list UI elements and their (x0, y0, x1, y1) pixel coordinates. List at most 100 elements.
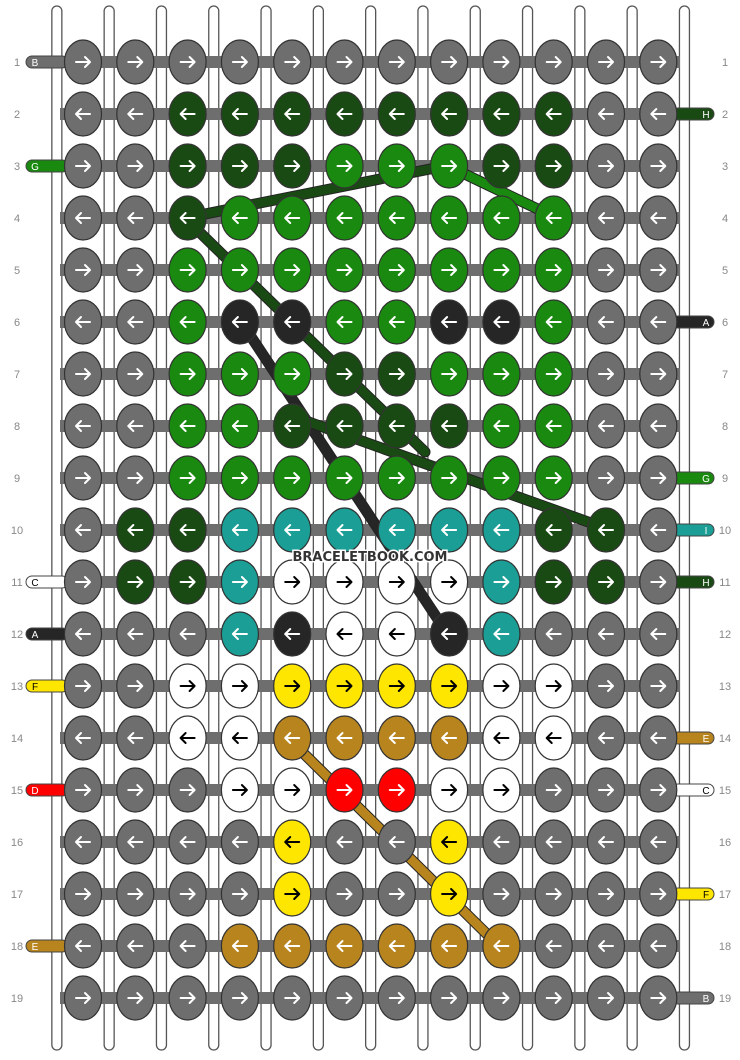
row-string (60, 472, 680, 484)
row-label-left: 3 (14, 161, 20, 173)
arrow-left-icon (441, 836, 458, 848)
arrow-left-icon (127, 212, 144, 224)
arrow-left-icon (388, 836, 405, 848)
arrow-left-icon (336, 732, 353, 744)
arrow-right-icon (127, 680, 144, 692)
arrow-right-icon (179, 680, 196, 692)
arrow-left-icon (75, 836, 91, 848)
row-label-right: 13 (719, 681, 731, 693)
row-string (60, 108, 680, 120)
arrow-left-icon (598, 732, 614, 744)
arrow-left-icon (179, 628, 196, 640)
right-string-letter: C (702, 786, 709, 797)
arrow-left-icon (650, 524, 667, 536)
arrow-left-icon (127, 940, 144, 952)
row-string (60, 836, 680, 848)
row-label-right: 5 (722, 265, 728, 277)
row-label-left: 12 (11, 629, 23, 641)
arrow-right-icon (598, 56, 614, 68)
row-label-left: 8 (14, 421, 20, 433)
arrow-right-icon (231, 888, 248, 900)
row-label-left: 16 (11, 837, 23, 849)
arrow-right-icon (75, 264, 91, 276)
horizontal-strings (60, 56, 680, 1004)
row-label-right: 4 (722, 213, 728, 225)
arrow-right-icon (336, 992, 353, 1004)
right-string-letter: E (703, 734, 710, 745)
arrow-right-icon (127, 784, 144, 796)
arrow-right-icon (75, 888, 91, 900)
arrow-left-icon (75, 212, 91, 224)
arrow-right-icon (545, 472, 562, 484)
row-string (60, 420, 680, 432)
arrow-left-icon (545, 628, 562, 640)
arrow-left-icon (493, 524, 510, 536)
arrow-left-icon (650, 212, 667, 224)
arrow-left-icon (650, 940, 667, 952)
arrow-right-icon (441, 992, 458, 1004)
arrow-right-icon (493, 264, 510, 276)
row-string (60, 576, 680, 588)
arrow-right-icon (388, 576, 405, 588)
arrow-right-icon (336, 264, 353, 276)
arrow-right-icon (179, 56, 196, 68)
row-string (60, 160, 680, 172)
left-string-letter: D (31, 786, 38, 797)
row-label-left: 17 (11, 889, 23, 901)
arrow-right-icon (336, 576, 353, 588)
arrow-left-icon (231, 836, 248, 848)
arrow-right-icon (650, 160, 667, 172)
arrow-left-icon (441, 732, 458, 744)
arrow-right-icon (179, 472, 196, 484)
arrow-left-icon (127, 524, 144, 536)
row-label-right: 9 (722, 473, 728, 485)
arrow-left-icon (598, 628, 614, 640)
arrow-left-icon (284, 420, 301, 432)
arrow-right-icon (388, 160, 405, 172)
row-label-left: 13 (11, 681, 23, 693)
row-label-right: 16 (719, 837, 731, 849)
arrow-left-icon (336, 420, 353, 432)
arrow-right-icon (284, 472, 301, 484)
row-string (60, 888, 680, 900)
arrow-right-icon (598, 160, 614, 172)
arrow-left-icon (284, 524, 301, 536)
arrow-right-icon (127, 888, 144, 900)
arrow-left-icon (231, 732, 248, 744)
arrow-right-icon (127, 56, 144, 68)
arrow-right-icon (388, 368, 405, 380)
arrow-left-icon (75, 108, 91, 120)
arrow-left-icon (441, 940, 458, 952)
arrow-right-icon (493, 576, 510, 588)
arrow-right-icon (441, 472, 458, 484)
row-label-left: 6 (14, 317, 20, 329)
row-string (60, 368, 680, 380)
arrow-left-icon (336, 628, 353, 640)
arrow-left-icon (545, 212, 562, 224)
row-label-right: 11 (719, 577, 730, 589)
arrow-right-icon (284, 784, 301, 796)
arrow-right-icon (231, 264, 248, 276)
arrow-left-icon (284, 316, 301, 328)
arrow-right-icon (650, 368, 667, 380)
left-string-letter: B (32, 58, 39, 69)
arrow-right-icon (650, 56, 667, 68)
arrow-right-icon (75, 992, 91, 1004)
arrow-left-icon (493, 420, 510, 432)
arrow-right-icon (284, 160, 301, 172)
arrow-right-icon (493, 368, 510, 380)
arrow-right-icon (598, 784, 614, 796)
row-string (60, 316, 680, 328)
arrow-left-icon (179, 420, 196, 432)
arrow-right-icon (284, 888, 301, 900)
arrow-right-icon (441, 368, 458, 380)
arrow-left-icon (493, 628, 510, 640)
row-label-left: 15 (11, 785, 23, 797)
row-label-left: 4 (14, 213, 20, 225)
arrow-left-icon (441, 108, 458, 120)
arrow-left-icon (545, 940, 562, 952)
arrow-left-icon (75, 628, 91, 640)
knot-grid (63, 39, 678, 1021)
